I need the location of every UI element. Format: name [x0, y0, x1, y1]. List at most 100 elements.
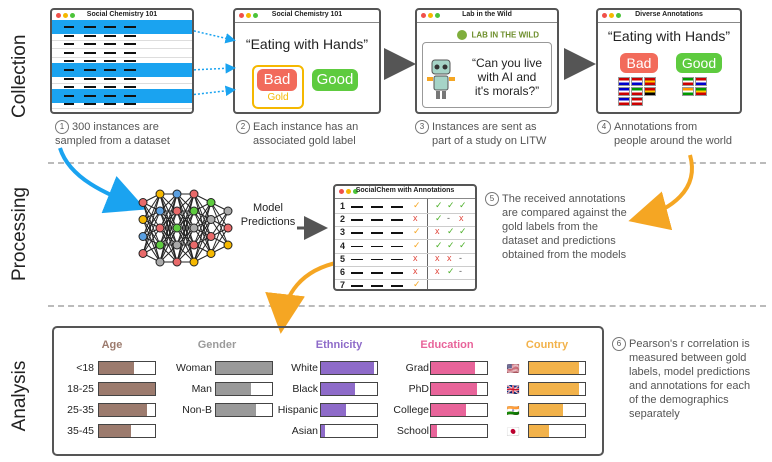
text-placeholder [391, 206, 403, 208]
network-node [206, 215, 216, 224]
network-node [172, 257, 182, 267]
caption-line: people around the world [614, 135, 733, 148]
bar-fill [529, 404, 563, 416]
annotation-mark: - [459, 266, 462, 276]
text-placeholder [64, 69, 74, 71]
bar-fill [99, 362, 135, 374]
gold-label-mark: x [413, 266, 418, 276]
network-node [206, 232, 216, 241]
caption-line: obtained from the models [502, 249, 627, 262]
window-lab-in-the-wild: Lab in the Wild LAB IN THE WILD “Can you… [415, 8, 559, 114]
litw-logo: LAB IN THE WILD [457, 26, 547, 40]
window-title: Social Chemistry 101 [271, 11, 343, 18]
text-placeholder [84, 86, 96, 89]
caption-line: associated gold label [253, 135, 356, 148]
text-placeholder [371, 272, 383, 274]
text-placeholder [64, 86, 74, 89]
titlebar: Lab in the Wild [417, 10, 557, 23]
bar-fill [529, 425, 549, 437]
window-diverse-annotations: Diverse Annotations “Eating with Hands” … [596, 8, 742, 114]
annotation-mark: - [459, 252, 462, 263]
country-flag-icon [618, 97, 630, 106]
demographic-bar [430, 361, 488, 375]
demographic-label: Hispanic [277, 404, 318, 416]
speech-line: “Can you live [471, 56, 543, 70]
text-placeholder [124, 26, 136, 28]
row-number: 4 [340, 240, 346, 251]
demographic-bar [528, 382, 586, 396]
text-placeholder [351, 258, 363, 261]
text-placeholder [84, 51, 96, 54]
text-placeholder [371, 245, 383, 248]
annotation-mark: ✓ [447, 266, 455, 276]
table-row: 3✓x✓✓ [335, 226, 475, 241]
caption-line: and annotations for each [629, 380, 751, 393]
text-placeholder [391, 245, 403, 248]
text-placeholder [351, 232, 363, 234]
network-node [189, 223, 199, 233]
demographic-bar [528, 361, 586, 375]
analysis-panel [52, 326, 604, 456]
annotation-mark: ✓ [435, 239, 443, 250]
caption-line: The received annotations [502, 193, 626, 205]
row-number: 1 [340, 201, 346, 211]
demographic-label: Woman [176, 362, 212, 374]
text-placeholder [124, 94, 136, 97]
network-node [172, 223, 182, 233]
flags-good [682, 77, 718, 99]
text-placeholder [104, 43, 116, 46]
row-number: 2 [340, 214, 346, 225]
network-node [138, 249, 148, 258]
country-flag-icon: 🇯🇵 [506, 426, 520, 438]
gold-label-mark: ✓ [413, 200, 421, 210]
text-placeholder [64, 34, 74, 37]
text-placeholder [351, 219, 363, 221]
annotation-mark: x [459, 213, 464, 224]
text-placeholder [124, 51, 136, 54]
bar-fill [431, 425, 437, 437]
annotation-mark: ✓ [447, 239, 455, 250]
demographic-label: PhD [408, 383, 429, 395]
text-placeholder [124, 86, 136, 89]
demographic-label: White [291, 362, 318, 374]
demographic-title: Education [420, 339, 474, 351]
bar-fill [216, 404, 257, 416]
text-placeholder [104, 103, 116, 106]
dataset-row [52, 88, 192, 103]
demographic-bar [430, 403, 488, 417]
caption-line: separately [629, 408, 680, 421]
text-placeholder [84, 69, 96, 71]
country-flag-icon [695, 77, 707, 86]
demographic-bar [98, 403, 156, 417]
text-placeholder [104, 69, 116, 71]
bar-fill [321, 425, 326, 437]
litw-logo-icon [457, 29, 467, 40]
annotation-mark: ✓ [459, 239, 467, 250]
good-label: Good [676, 53, 722, 73]
label-line: Predictions [240, 216, 296, 228]
annotation-mark: - [447, 213, 450, 224]
network-node [155, 257, 165, 267]
caption-line: part of a study on LITW [432, 135, 547, 148]
caption-line: are compared against the [502, 207, 627, 220]
gold-text: Gold [267, 92, 289, 103]
text-placeholder [391, 219, 403, 221]
speech-line: it's morals?” [474, 84, 540, 98]
network-node [155, 240, 165, 250]
bar-fill [431, 383, 477, 395]
neural-network-icon [138, 189, 233, 267]
text-placeholder [84, 94, 96, 97]
caption-line: measured between gold [629, 352, 747, 365]
network-node [189, 257, 199, 267]
text-placeholder [104, 51, 116, 54]
country-flag-icon [695, 87, 707, 96]
demographic-bar [430, 424, 488, 438]
window-title: Social Chemistry 101 [86, 11, 158, 18]
demographic-bar [215, 403, 273, 417]
demographic-bar [98, 361, 156, 375]
network-node [223, 240, 233, 250]
